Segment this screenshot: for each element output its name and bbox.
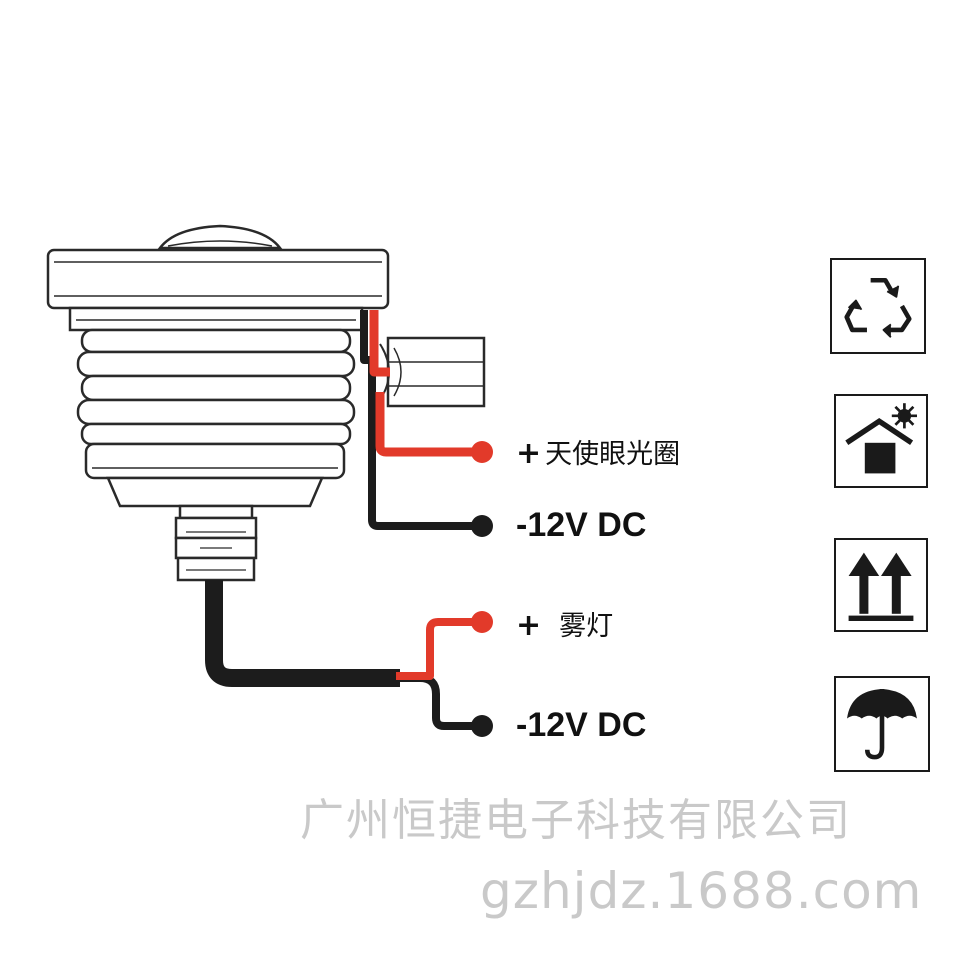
fog-lamp-illustration	[46, 224, 486, 582]
halo-wires	[360, 310, 480, 530]
halo-positive-label: +天使眼光圈	[516, 432, 680, 471]
this-way-up-icon	[834, 538, 928, 632]
fog-label-text: 雾灯	[559, 611, 614, 642]
fog-negative-terminal	[471, 715, 493, 737]
fog-negative-label: -12V DC	[516, 706, 647, 744]
fog-positive-terminal	[471, 611, 493, 633]
recycle-icon	[830, 258, 926, 354]
keep-dry-icon	[834, 676, 930, 772]
halo-negative-terminal	[471, 515, 493, 537]
halo-label-text: 天使眼光圈	[545, 439, 681, 470]
fog-wires	[205, 580, 480, 730]
plus-sign: +	[516, 608, 542, 643]
halo-positive-terminal	[471, 441, 493, 463]
halo-negative-label: -12V DC	[516, 506, 647, 544]
watermark-company: 广州恒捷电子科技有限公司	[300, 795, 852, 846]
fog-positive-label: + 雾灯	[516, 604, 613, 643]
watermark-site: gzhjdz.1688.com	[480, 862, 923, 920]
plus-sign: +	[516, 436, 542, 471]
keep-out-of-sun-icon	[834, 394, 928, 488]
